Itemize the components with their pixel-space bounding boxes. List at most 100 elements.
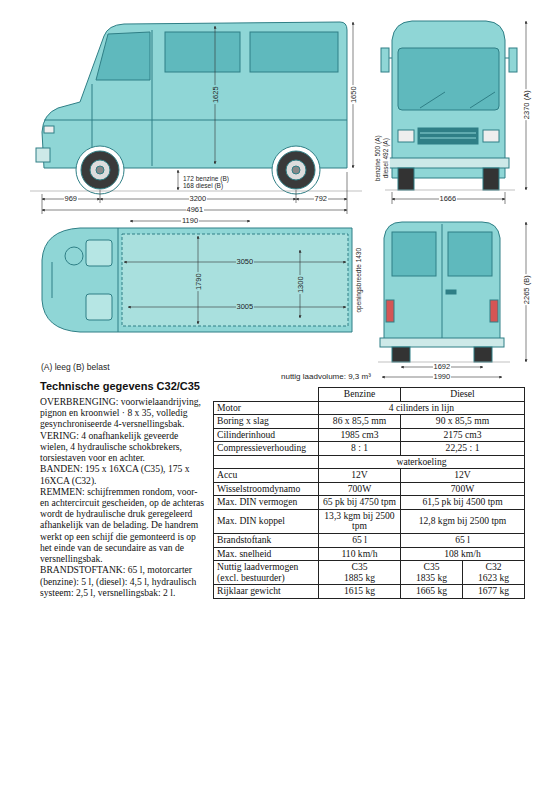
section-title: Technische gegevens C32/C35 bbox=[40, 380, 200, 392]
side-view bbox=[36, 22, 347, 194]
table-cell-text: 12V bbox=[351, 469, 368, 480]
table-cell: Compressieverhouding bbox=[214, 442, 319, 456]
dimension-label: 3200 bbox=[189, 195, 208, 203]
table-cell: 13,3 kgm bij 2500 tpm bbox=[319, 509, 401, 533]
table-cell: 2175 cm3 bbox=[401, 428, 525, 442]
table-cell-text: C35 bbox=[322, 562, 397, 573]
dimension-label: 2370 (A) bbox=[522, 89, 530, 120]
front-view bbox=[381, 21, 517, 190]
front-view-part bbox=[420, 138, 476, 139]
table-cell-text: 65 l bbox=[455, 534, 470, 545]
side-dimensions-part bbox=[42, 194, 43, 214]
side-view-part bbox=[96, 166, 104, 174]
side-view-part bbox=[286, 160, 306, 180]
side-view-part bbox=[292, 166, 300, 174]
table-cell: 12,8 kgm bij 2500 tpm bbox=[401, 509, 525, 533]
table-cell-text: 90 x 85,5 mm bbox=[436, 415, 489, 426]
front-dimensions-part bbox=[505, 192, 506, 204]
dimension-label: 969 bbox=[64, 195, 79, 203]
table-cell: 65 l bbox=[319, 534, 401, 548]
front-view-part bbox=[388, 158, 509, 168]
plan-view-part bbox=[122, 234, 348, 326]
table-cell-text: 13,3 kgm bij 2500 tpm bbox=[324, 510, 394, 532]
dimension-label: benzine 500 (A) bbox=[375, 134, 382, 182]
table-cell-text: Benzine bbox=[344, 388, 375, 399]
dimension-label: 1300 bbox=[296, 275, 304, 294]
rear-view-part bbox=[392, 232, 436, 276]
table-cell-text: 1885 kg bbox=[322, 573, 397, 584]
table-cell: 90 x 85,5 mm bbox=[401, 415, 525, 429]
side-view-part bbox=[44, 120, 347, 121]
rear-view-part bbox=[446, 290, 456, 294]
table-cell-text: Max. snelheid bbox=[217, 548, 271, 559]
table-cell-text: waterkoeling bbox=[396, 456, 446, 467]
table-cell-text: 700W bbox=[451, 483, 474, 494]
table-cell: 22,25 : 1 bbox=[401, 442, 525, 456]
side-dimensions-part bbox=[178, 170, 179, 190]
rear-view-part bbox=[386, 300, 394, 322]
table-cell: 12V bbox=[401, 469, 525, 483]
dimension-label: 792 bbox=[314, 195, 329, 203]
table-cell-text: Motor bbox=[217, 402, 241, 413]
table-cell: C351835 kg bbox=[401, 561, 463, 585]
table-cell: waterkoeling bbox=[319, 455, 525, 469]
side-view-part bbox=[36, 148, 50, 162]
dimension-label: openingsbreedte 1430 bbox=[356, 246, 363, 313]
table-cell-text: 12,8 kgm bij 2500 tpm bbox=[419, 515, 507, 526]
rear-view-part bbox=[392, 347, 410, 362]
dimension-label: 2265 (B) bbox=[522, 274, 530, 305]
spec-paragraph: VERING: 4 onafhankelijk geveerde wielen,… bbox=[40, 430, 208, 464]
table-cell-text: Diesel bbox=[450, 388, 475, 399]
table-cell: Motor bbox=[214, 401, 319, 415]
dimension-label: 3050 bbox=[236, 258, 255, 266]
rear-view-part bbox=[384, 222, 500, 345]
table-cell: 110 km/h bbox=[319, 547, 401, 561]
side-view-part bbox=[96, 32, 150, 80]
table-cell-text: 1985 cm3 bbox=[340, 429, 378, 440]
table-cell: 8 : 1 bbox=[319, 442, 401, 456]
spec-text-column: OVERBRENGING: voorwielaandrijving, pigno… bbox=[40, 396, 208, 598]
side-view-part bbox=[90, 160, 110, 180]
table-cell: Brandstoftank bbox=[214, 534, 319, 548]
table-cell: 1665 kg bbox=[401, 585, 463, 599]
table-cell-text: 65 pk bij 4750 tpm bbox=[323, 496, 396, 507]
table-cell-text: 86 x 85,5 mm bbox=[333, 415, 386, 426]
front-dimensions-part bbox=[392, 192, 393, 204]
dimension-label: 172 benzine (B) bbox=[182, 176, 230, 183]
table-cell-text: 1623 kg bbox=[466, 573, 521, 584]
rear-view-part bbox=[474, 347, 492, 362]
table-cell: Max. snelheid bbox=[214, 547, 319, 561]
table-cell-text: 110 km/h bbox=[341, 548, 377, 559]
side-view-part bbox=[165, 32, 240, 72]
table-cell-text: Max. DIN koppel bbox=[217, 515, 285, 526]
rear-view-part bbox=[442, 224, 443, 338]
spec-paragraph: OVERBRENGING: voorwielaandrijving, pigno… bbox=[40, 396, 208, 430]
plan-view-part bbox=[65, 247, 83, 265]
table-cell: Diesel bbox=[401, 388, 525, 402]
side-view-part bbox=[152, 30, 153, 166]
side-dimensions-part bbox=[296, 190, 297, 203]
table-cell: Nuttig laadvermogen (excl. bestuurder) bbox=[214, 561, 319, 585]
rear-dimensions bbox=[378, 222, 526, 377]
plan-view bbox=[42, 228, 352, 332]
dimension-label: 1990 bbox=[433, 373, 452, 381]
side-view-part bbox=[76, 146, 124, 194]
table-cell-text: C32 bbox=[466, 562, 521, 573]
table-cell: Accu bbox=[214, 469, 319, 483]
table-cell-text: 108 km/h bbox=[444, 548, 481, 559]
table-cell: 61,5 pk bij 4500 tpm bbox=[401, 496, 525, 510]
table-cell-text: Rijklaar gewicht bbox=[217, 585, 281, 596]
front-view-part bbox=[392, 21, 505, 178]
table-cell-text: Cilinderinhoud bbox=[217, 429, 275, 440]
front-view-part bbox=[398, 168, 414, 190]
side-dimensions-part bbox=[30, 191, 362, 192]
side-view-part bbox=[81, 151, 119, 189]
table-cell bbox=[214, 388, 319, 402]
spec-table: BenzineDieselMotor4 cilinders in lijnBor… bbox=[213, 387, 525, 599]
dimension-label: 1625 bbox=[211, 85, 219, 104]
table-cell-text: Nuttig laadvermogen (excl. bestuurder) bbox=[217, 561, 298, 583]
table-cell-text: 65 l bbox=[352, 534, 367, 545]
table-cell: C351885 kg bbox=[319, 561, 401, 585]
side-view-part bbox=[272, 146, 320, 194]
table-cell: 12V bbox=[319, 469, 401, 483]
